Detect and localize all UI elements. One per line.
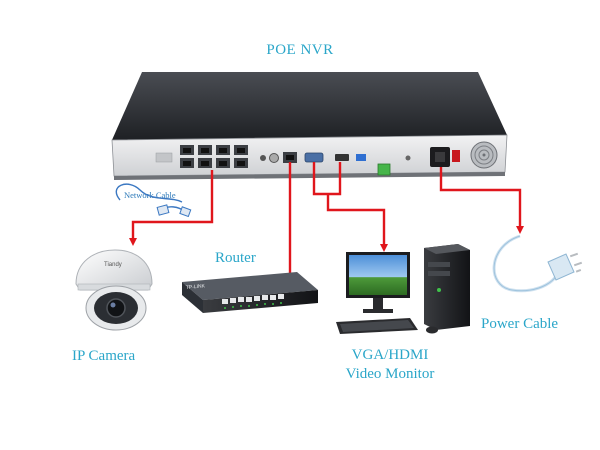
power-cable-device — [492, 234, 583, 293]
monitor-wire — [326, 194, 388, 252]
router-leds — [224, 302, 282, 309]
pc-tower — [424, 244, 470, 330]
network-cable-icon — [115, 183, 192, 218]
power-cable-label: Power Cable — [481, 316, 559, 332]
ground-screw-icon — [269, 153, 279, 163]
nvr-device — [111, 72, 508, 180]
monitor-label-line2: Video Monitor — [345, 366, 435, 382]
router-ports — [222, 294, 284, 304]
alarm-terminal — [377, 163, 391, 176]
hdmi-port — [335, 154, 349, 161]
connection-wires — [129, 162, 524, 282]
vga-port — [304, 152, 324, 163]
monitor-label: VGA/HDMI Video Monitor — [335, 346, 445, 384]
monitor-screen — [349, 255, 407, 295]
power-switch — [452, 150, 460, 162]
network-cable-label: Network Cable — [124, 190, 176, 200]
power-wire — [439, 167, 524, 234]
usb-port — [356, 154, 366, 161]
poe-ports — [180, 145, 248, 168]
monitor-label-line1: VGA/HDMI — [351, 347, 429, 363]
router-brand-text: TP-LINK — [186, 283, 206, 291]
camera-brand-text: Tiandy — [104, 262, 122, 268]
nvr-top-cover — [112, 72, 507, 140]
camera-wire — [129, 170, 214, 246]
diagram-title: POE NVR — [266, 42, 334, 58]
router-device: TP-LINK — [182, 272, 318, 313]
fan-grille — [470, 141, 498, 169]
ip-camera-device: Tiandy — [75, 249, 153, 331]
router-label: Router — [215, 250, 256, 266]
mouse — [426, 326, 438, 334]
monitor-device — [346, 252, 410, 313]
ip-camera-label: IP Camera — [72, 348, 136, 364]
keyboard — [336, 318, 438, 334]
